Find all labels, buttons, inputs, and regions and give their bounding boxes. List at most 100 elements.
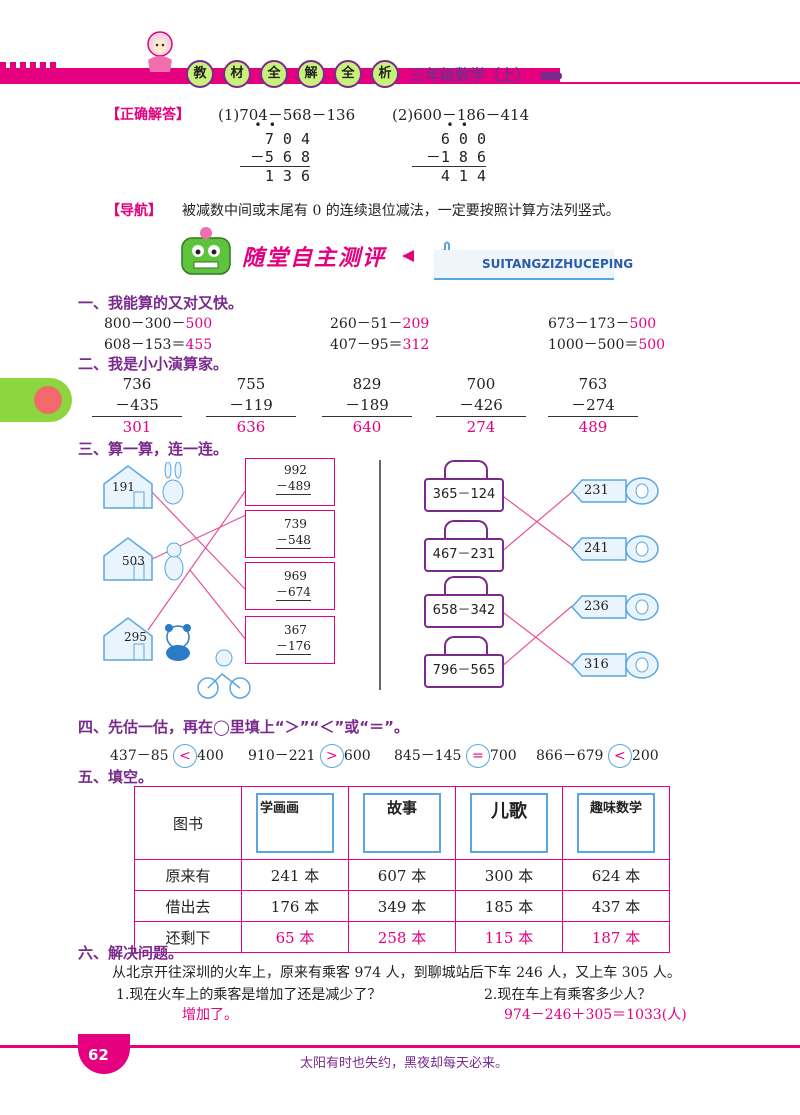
s4-right-2: 600 (343, 748, 371, 764)
s4-circle-2: > (319, 744, 344, 768)
s4-right-1: 400 (197, 748, 224, 764)
book-3-cell: 儿歌 (455, 786, 563, 860)
question-2: 2.现在车上有乘客多少人？ (484, 987, 652, 1003)
line-house2-card2 (149, 514, 247, 561)
s2-top-5: 763 (578, 375, 608, 393)
s1-ans-5: 312 (402, 337, 430, 353)
s2-sub-2: －119 (206, 395, 296, 417)
lent-4: 437 本 (562, 890, 670, 922)
book-1: 学画画 (256, 793, 334, 853)
house-2: 503 (100, 534, 156, 582)
book-2: 故事 (363, 793, 441, 853)
title-char-3: 全 (260, 60, 288, 88)
card-1-sub: －489 (276, 479, 311, 495)
original-4: 624 本 (562, 859, 670, 891)
calc1-top: 7 0 4 (264, 130, 310, 148)
s1-ans-2: 209 (402, 316, 430, 332)
banner-title: 随堂自主测评 (242, 246, 387, 271)
header-pixel-deco (0, 62, 60, 68)
lock-2: 467－231 (424, 538, 504, 572)
s1-item-5: 407－95＝312 (330, 334, 429, 354)
s2-ans-5: 489 (578, 418, 608, 436)
banner-pinyin: SUITANGZIZHUCEPING (482, 257, 634, 271)
s2-top-3: 829 (352, 375, 382, 393)
lock-3-handle (444, 576, 488, 596)
original-1: 241 本 (241, 859, 349, 891)
s1-expr-5: 407－95＝ (330, 337, 403, 353)
s4-right-4: 200 (631, 748, 659, 764)
s1-expr-6: 1000－500＝ (548, 337, 639, 353)
card-2: 739 －548 (245, 510, 335, 558)
remain-1: 65 本 (241, 921, 349, 953)
lent-3: 185 本 (455, 890, 563, 922)
banner-pinyin-box (434, 250, 614, 280)
s4-left-2: 910－221 (248, 748, 316, 764)
lock-4: 796－565 (424, 654, 504, 688)
card-4-sub: －176 (276, 639, 311, 655)
title-char-2: 材 (223, 60, 251, 88)
original-2: 607 本 (348, 859, 456, 891)
s2-top-1: 736 (122, 375, 152, 393)
problem-text: 从北京开往深圳的火车上，原来有乘客 974 人，到聊城站后下车 246 人，又上… (112, 965, 681, 981)
s1-expr-4: 608－153＝ (104, 337, 186, 353)
lock-1-handle (444, 460, 488, 480)
card-3-top: 969 (284, 569, 307, 583)
page-number: 62 (88, 1046, 109, 1064)
original-3: 300 本 (455, 859, 563, 891)
title-char-5: 全 (334, 60, 362, 88)
bicycle-rider-icon (196, 646, 252, 700)
house-1-num: 191 (112, 480, 135, 494)
card-1: 992 －489 (245, 458, 335, 506)
key-1-num: 231 (584, 483, 609, 498)
header-rule (0, 82, 800, 84)
s4-circle-3: = (465, 744, 490, 768)
answer-2: 974－246＋305＝1033(人) (504, 1007, 687, 1023)
s2-sub-4: －426 (436, 395, 526, 417)
s2-top-4: 700 (466, 375, 496, 393)
s2-top-2: 755 (236, 375, 266, 393)
s1-item-2: 260－51－209 (330, 313, 429, 333)
section5-title: 五、填空。 (78, 768, 154, 786)
section6-title: 六、解决问题。 (78, 944, 184, 962)
s4-left-1: 437－85 (110, 748, 169, 764)
card-2-sub: －548 (276, 533, 311, 549)
remain-3: 115 本 (455, 921, 563, 953)
page-number-badge (78, 1034, 130, 1074)
section1-title: 一、我能算的又对又快。 (78, 294, 244, 312)
house-1: 191 (100, 462, 156, 510)
expr-2: (2)600－186－414 (392, 106, 530, 124)
s1-expr-1: 800－300－ (104, 316, 186, 332)
squirrel-icon (160, 540, 188, 584)
s1-expr-3: 673－173－ (548, 316, 630, 332)
card-4-top: 367 (284, 623, 307, 637)
s2-ans-4: 274 (466, 418, 496, 436)
lock-3: 658－342 (424, 594, 504, 628)
th-original: 原来有 (134, 859, 242, 891)
s4-circle-4: < (607, 744, 632, 768)
key-2-num: 241 (584, 541, 609, 556)
s4-item-4: 866－679 <200 (536, 744, 659, 768)
correct-answer-label: 【正确解答】 (106, 107, 190, 123)
key-2: 241 (568, 534, 662, 564)
cat-icon (34, 386, 62, 414)
card-1-top: 992 (284, 463, 307, 477)
s1-ans-6: 500 (638, 337, 666, 353)
line-lock4-key3 (499, 605, 573, 669)
book-2-cell: 故事 (348, 786, 456, 860)
book-4: 趣味数学 (577, 793, 655, 853)
key-4-num: 316 (584, 657, 609, 672)
s1-item-6: 1000－500＝500 (548, 334, 665, 354)
calc1-ans: 1 3 6 (264, 167, 310, 185)
key-1: 231 (568, 476, 662, 506)
s2-ans-2: 636 (236, 418, 266, 436)
calc2-top: 6 0 0 (440, 130, 486, 148)
th-remain: 还剩下 (134, 921, 242, 953)
calc1-sub: －5 6 8 (240, 148, 310, 167)
footer-bar (0, 1045, 800, 1048)
vertical-calc-2: • • 6 0 0 －1 8 6 4 1 4 (412, 119, 486, 185)
section4-title: 四、先估一估，再在◯里填上“＞”“＜”或“＝”。 (78, 718, 409, 736)
s4-item-2: 910－221 >600 (248, 744, 371, 768)
